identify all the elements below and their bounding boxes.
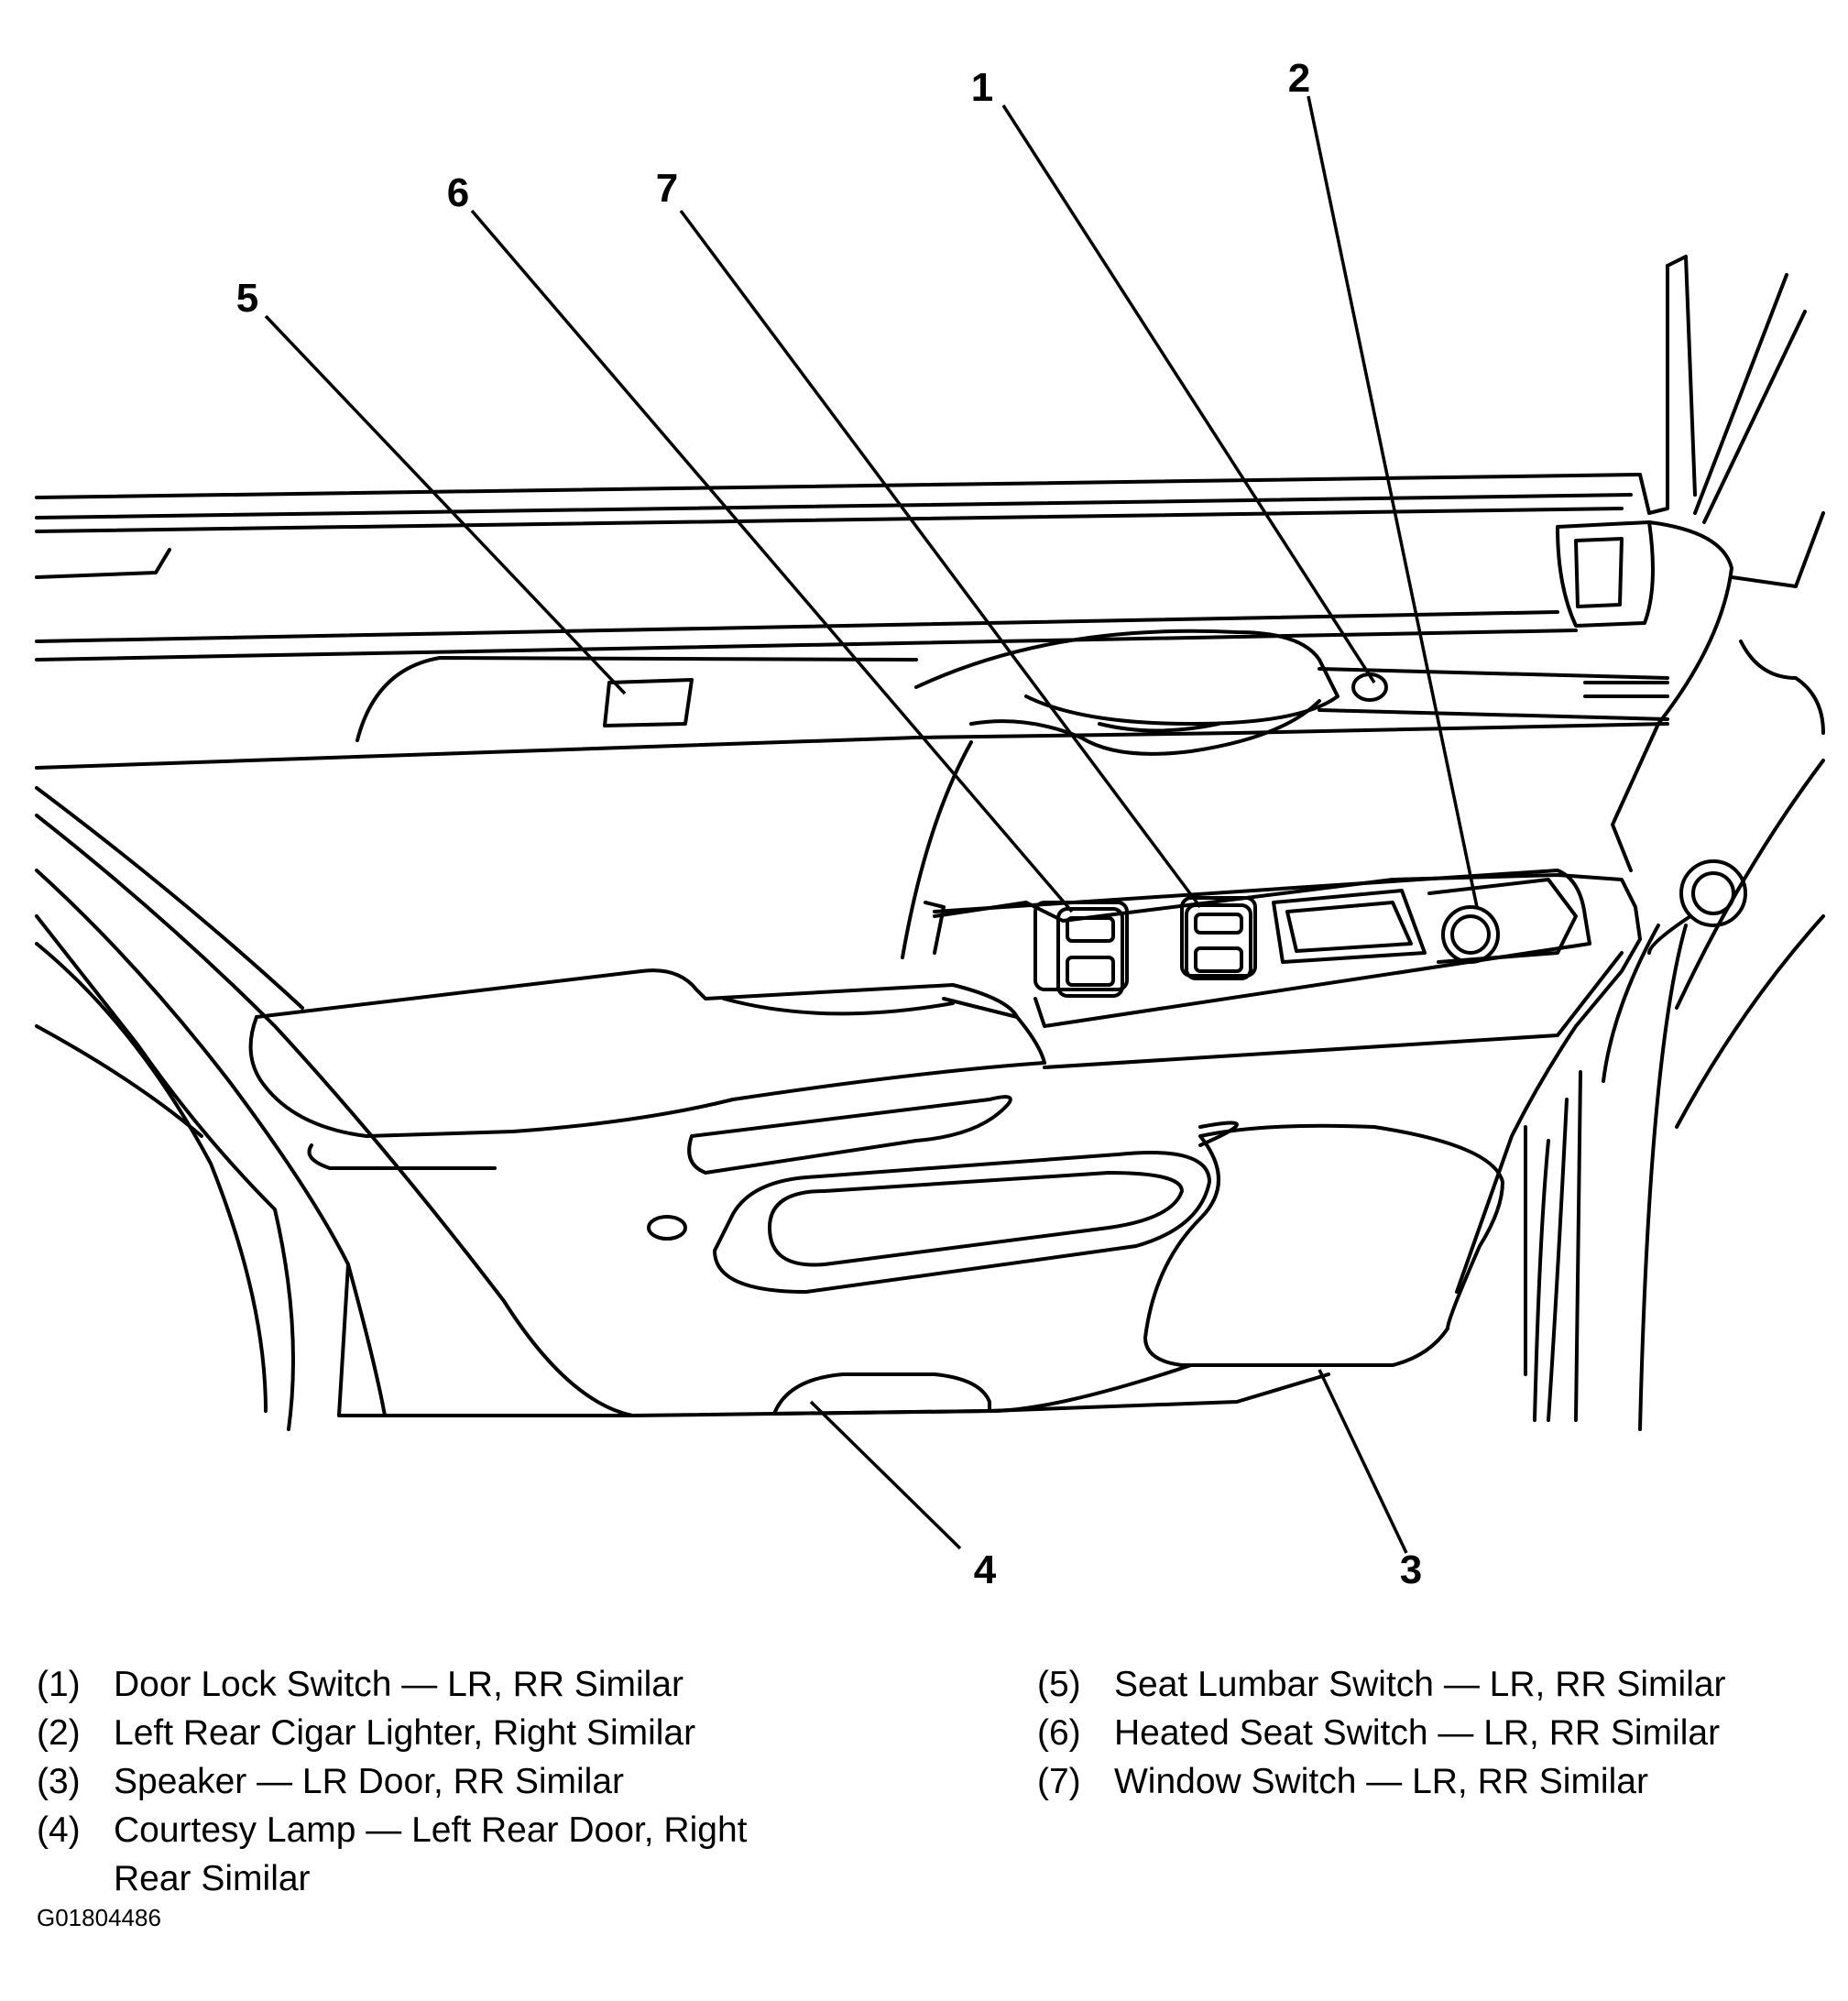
- storage-pocket: [647, 1095, 1239, 1294]
- callout-3: 3: [1400, 1547, 1422, 1592]
- callout-6: 6: [447, 170, 469, 215]
- legend-right-column: (5) Seat Lumbar Switch — LR, RR Similar …: [1037, 1660, 1834, 1806]
- speaker-grille: [1143, 1123, 1504, 1367]
- legend-text: Heated Seat Switch — LR, RR Similar: [1114, 1713, 1721, 1753]
- leader-line-7: [679, 209, 1202, 909]
- ashtray: [1272, 889, 1427, 964]
- legend-text: Seat Lumbar Switch — LR, RR Similar: [1114, 1665, 1726, 1704]
- legend-number: (7): [1037, 1762, 1081, 1801]
- callout-5: 5: [236, 276, 258, 321]
- legend-number: (3): [37, 1762, 81, 1801]
- door-jamb: [1524, 759, 1825, 1431]
- legend-item-2: (2) Left Rear Cigar Lighter, Right Simil…: [37, 1709, 843, 1757]
- armrest: [248, 951, 1624, 1170]
- legend-item-6: (6) Heated Seat Switch — LR, RR Similar: [1037, 1709, 1834, 1757]
- legend-number: (5): [1037, 1665, 1081, 1704]
- leader-line-3: [1318, 1369, 1408, 1554]
- pull-handle: [355, 629, 1669, 756]
- door-panel-diagram: 1 2 3 4 5 6 7: [35, 56, 1825, 1592]
- door-panel-outline: [35, 722, 1669, 1431]
- legend-item-1: (1) Door Lock Switch — LR, RR Similar: [37, 1660, 843, 1709]
- leader-lines: [264, 95, 1479, 1554]
- callout-7: 7: [656, 166, 678, 211]
- legend-left-column: (1) Door Lock Switch — LR, RR Similar (2…: [37, 1660, 843, 1903]
- window-switch: [1185, 903, 1252, 980]
- legend-number: (2): [37, 1713, 81, 1753]
- leader-line-6: [470, 209, 1074, 913]
- legend-item-4: (4) Courtesy Lamp — Left Rear Door, Righ…: [37, 1806, 843, 1903]
- heated-seat-switch: [1056, 907, 1124, 998]
- cigar-lighter: [1427, 878, 1578, 964]
- leader-line-4: [809, 1400, 962, 1550]
- legend-item-7: (7) Window Switch — LR, RR Similar: [1037, 1757, 1834, 1806]
- legend-number: (4): [37, 1810, 81, 1850]
- callout-2: 2: [1288, 56, 1310, 101]
- switch-bezel: [933, 869, 1591, 1028]
- legend-number: (1): [37, 1665, 81, 1704]
- leader-line-1: [1001, 104, 1376, 683]
- legend-number: (6): [1037, 1713, 1081, 1753]
- legend-text: Speaker — LR Door, RR Similar: [114, 1762, 625, 1801]
- courtesy-lamp: [772, 1372, 991, 1416]
- interior-latch: [1556, 511, 1825, 872]
- legend-text: Door Lock Switch — LR, RR Similar: [114, 1665, 683, 1704]
- legend-item-5: (5) Seat Lumbar Switch — LR, RR Similar: [1037, 1660, 1834, 1709]
- legend-text: Courtesy Lamp — Left Rear Door, Right Re…: [114, 1810, 748, 1898]
- legend-item-3: (3) Speaker — LR Door, RR Similar: [37, 1757, 843, 1806]
- callout-4: 4: [974, 1547, 997, 1592]
- callout-1: 1: [971, 65, 993, 110]
- window-trim: [35, 255, 1807, 662]
- leader-line-5: [264, 314, 627, 695]
- legend-text: Left Rear Cigar Lighter, Right Similar: [114, 1713, 696, 1753]
- legend-text: Window Switch — LR, RR Similar: [1114, 1762, 1648, 1801]
- leader-line-2: [1307, 95, 1479, 908]
- seat-lumbar-switch: [603, 678, 694, 727]
- figure-id: G01804486: [37, 1904, 161, 1931]
